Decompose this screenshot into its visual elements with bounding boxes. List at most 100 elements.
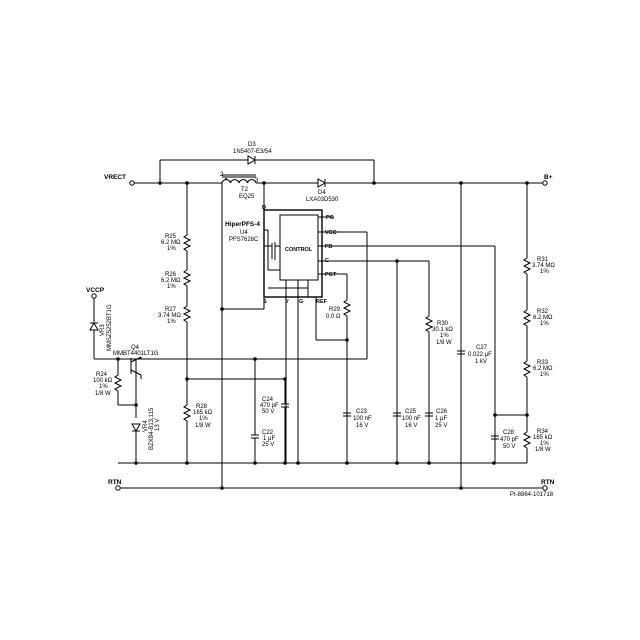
d4-part: LXA03D530 bbox=[306, 197, 339, 203]
figure-id: PI-8864-101718 bbox=[510, 492, 554, 498]
c25-value: 100 nF bbox=[402, 416, 421, 422]
c24-voltage: 50 V bbox=[262, 409, 274, 415]
r27-tol: 1% bbox=[167, 319, 176, 325]
r34-power: 1/8 W bbox=[535, 447, 551, 453]
c22-value: 1 μF bbox=[263, 436, 275, 442]
r26-ref: R26 bbox=[165, 272, 177, 278]
r33-tol: 1% bbox=[540, 372, 549, 378]
r31-value: 3.74 MΩ bbox=[532, 263, 555, 269]
r29-ref: R29 bbox=[329, 307, 341, 313]
r27-ref: R27 bbox=[165, 307, 177, 313]
r30-value: 30.1 kΩ bbox=[432, 327, 453, 333]
r34-ref: R34 bbox=[537, 429, 549, 435]
t2-part: EQ25 bbox=[239, 194, 255, 200]
t2-ref: T2 bbox=[241, 187, 249, 193]
r34-value: 165 kΩ bbox=[533, 435, 553, 441]
r25-ref: R25 bbox=[165, 234, 177, 240]
t2-pin-3: 3 bbox=[255, 178, 259, 184]
r32-value: 6.2 MΩ bbox=[533, 315, 553, 321]
c27-ref: C27 bbox=[476, 345, 488, 351]
ic-core-label: CONTROL bbox=[285, 247, 313, 253]
pin-pgt: PGT bbox=[325, 272, 337, 278]
pin-s: S bbox=[263, 299, 267, 305]
r26-value: 6.2 MΩ bbox=[161, 278, 181, 284]
c26-value: 1 μF bbox=[435, 416, 447, 422]
c26-voltage: 25 V bbox=[435, 423, 447, 429]
r24-tol: 1% bbox=[99, 384, 108, 390]
r24-ref: R24 bbox=[96, 372, 108, 378]
r28-power: 1/8 W bbox=[195, 423, 211, 429]
diode-d4 bbox=[317, 178, 327, 188]
c28-value: 470 pF bbox=[500, 437, 519, 443]
r30-ref: R30 bbox=[437, 321, 449, 327]
r24-power: 1/8 W bbox=[95, 391, 111, 397]
r28-ref: R28 bbox=[196, 404, 208, 410]
d3-ref: D3 bbox=[248, 142, 256, 148]
c25-ref: C25 bbox=[405, 409, 417, 415]
vr3-part: MMSZ5252BT1G bbox=[107, 304, 113, 351]
r24-value: 100 kΩ bbox=[93, 378, 113, 384]
c27-voltage: 1 kV bbox=[475, 359, 487, 365]
d3-part: 1N5407-E3/54 bbox=[233, 149, 272, 155]
bias-circuit bbox=[89, 293, 142, 463]
ic-part: PFS7628C bbox=[229, 237, 259, 243]
pin-pg: PG bbox=[326, 215, 334, 221]
c25-voltage: 16 V bbox=[405, 423, 417, 429]
pin-c: C bbox=[325, 258, 329, 264]
c23-voltage: 16 V bbox=[356, 423, 368, 429]
vr3-ref: VR3 bbox=[100, 324, 106, 336]
pin-g: G bbox=[299, 299, 303, 305]
net-b-plus: B+ bbox=[544, 174, 553, 181]
ground-bus bbox=[115, 461, 548, 491]
left-divider bbox=[182, 183, 287, 463]
c22-ref: C22 bbox=[262, 430, 274, 436]
c24-value: 470 pF bbox=[260, 403, 279, 409]
r29-c23 bbox=[342, 299, 352, 417]
c22-voltage: 25 V bbox=[262, 442, 274, 448]
d4-ref: D4 bbox=[318, 190, 326, 196]
c28-ref: C28 bbox=[503, 430, 515, 436]
vrect-rail bbox=[129, 159, 548, 186]
net-rtn-left: RTN bbox=[108, 479, 122, 486]
pin-ref: REF bbox=[316, 299, 328, 305]
ic-brand: HiperPFS-4 bbox=[225, 221, 260, 228]
diode-d3 bbox=[247, 155, 257, 165]
c23-ref: C23 bbox=[356, 409, 368, 415]
vr4-part: BZX84-B13,115 bbox=[149, 407, 155, 450]
ic-u4 bbox=[263, 209, 495, 298]
q4-part: MMBT4401LT1G bbox=[113, 351, 159, 357]
ic-wiring bbox=[136, 181, 529, 488]
r30-power: 1/8 W bbox=[436, 340, 452, 346]
r25-tol: 1% bbox=[167, 246, 176, 252]
r27-value: 3.74 MΩ bbox=[158, 313, 181, 319]
r31-tol: 1% bbox=[540, 269, 549, 275]
r30-tol: 1% bbox=[440, 333, 449, 339]
r33-value: 6.2 MΩ bbox=[533, 366, 553, 372]
vr4-voltage: 13 V bbox=[155, 419, 161, 431]
r25-value: 6.2 MΩ bbox=[161, 240, 181, 246]
r28-value: 165 kΩ bbox=[193, 410, 213, 416]
t2-pin-2: 2 bbox=[220, 172, 224, 178]
r34-tol: 1% bbox=[540, 441, 549, 447]
c24-ref: C24 bbox=[262, 397, 274, 403]
net-rtn-right: RTN bbox=[541, 479, 555, 486]
q4-ref: Q4 bbox=[131, 345, 140, 351]
inductor-t2 bbox=[221, 174, 257, 488]
c26-ref: C26 bbox=[436, 409, 448, 415]
r32-tol: 1% bbox=[540, 321, 549, 327]
r31-ref: R31 bbox=[537, 257, 549, 263]
pin-fb: FB bbox=[325, 244, 332, 250]
r33-ref: R33 bbox=[537, 360, 549, 366]
r28-tol: 1% bbox=[199, 416, 208, 422]
c28-voltage: 50 V bbox=[503, 444, 515, 450]
r32-ref: R32 bbox=[537, 309, 549, 315]
r26-tol: 1% bbox=[167, 284, 176, 290]
vr4-ref: VR4 bbox=[143, 420, 149, 432]
capacitors-c24-c22 bbox=[251, 357, 289, 463]
c27-value: 0.022 μF bbox=[468, 352, 492, 358]
ic-ref: U4 bbox=[240, 230, 248, 236]
r29-value: 0.0 Ω bbox=[326, 314, 341, 320]
pin-vcc: VCC bbox=[325, 230, 337, 236]
net-vrect: VRECT bbox=[104, 174, 126, 181]
